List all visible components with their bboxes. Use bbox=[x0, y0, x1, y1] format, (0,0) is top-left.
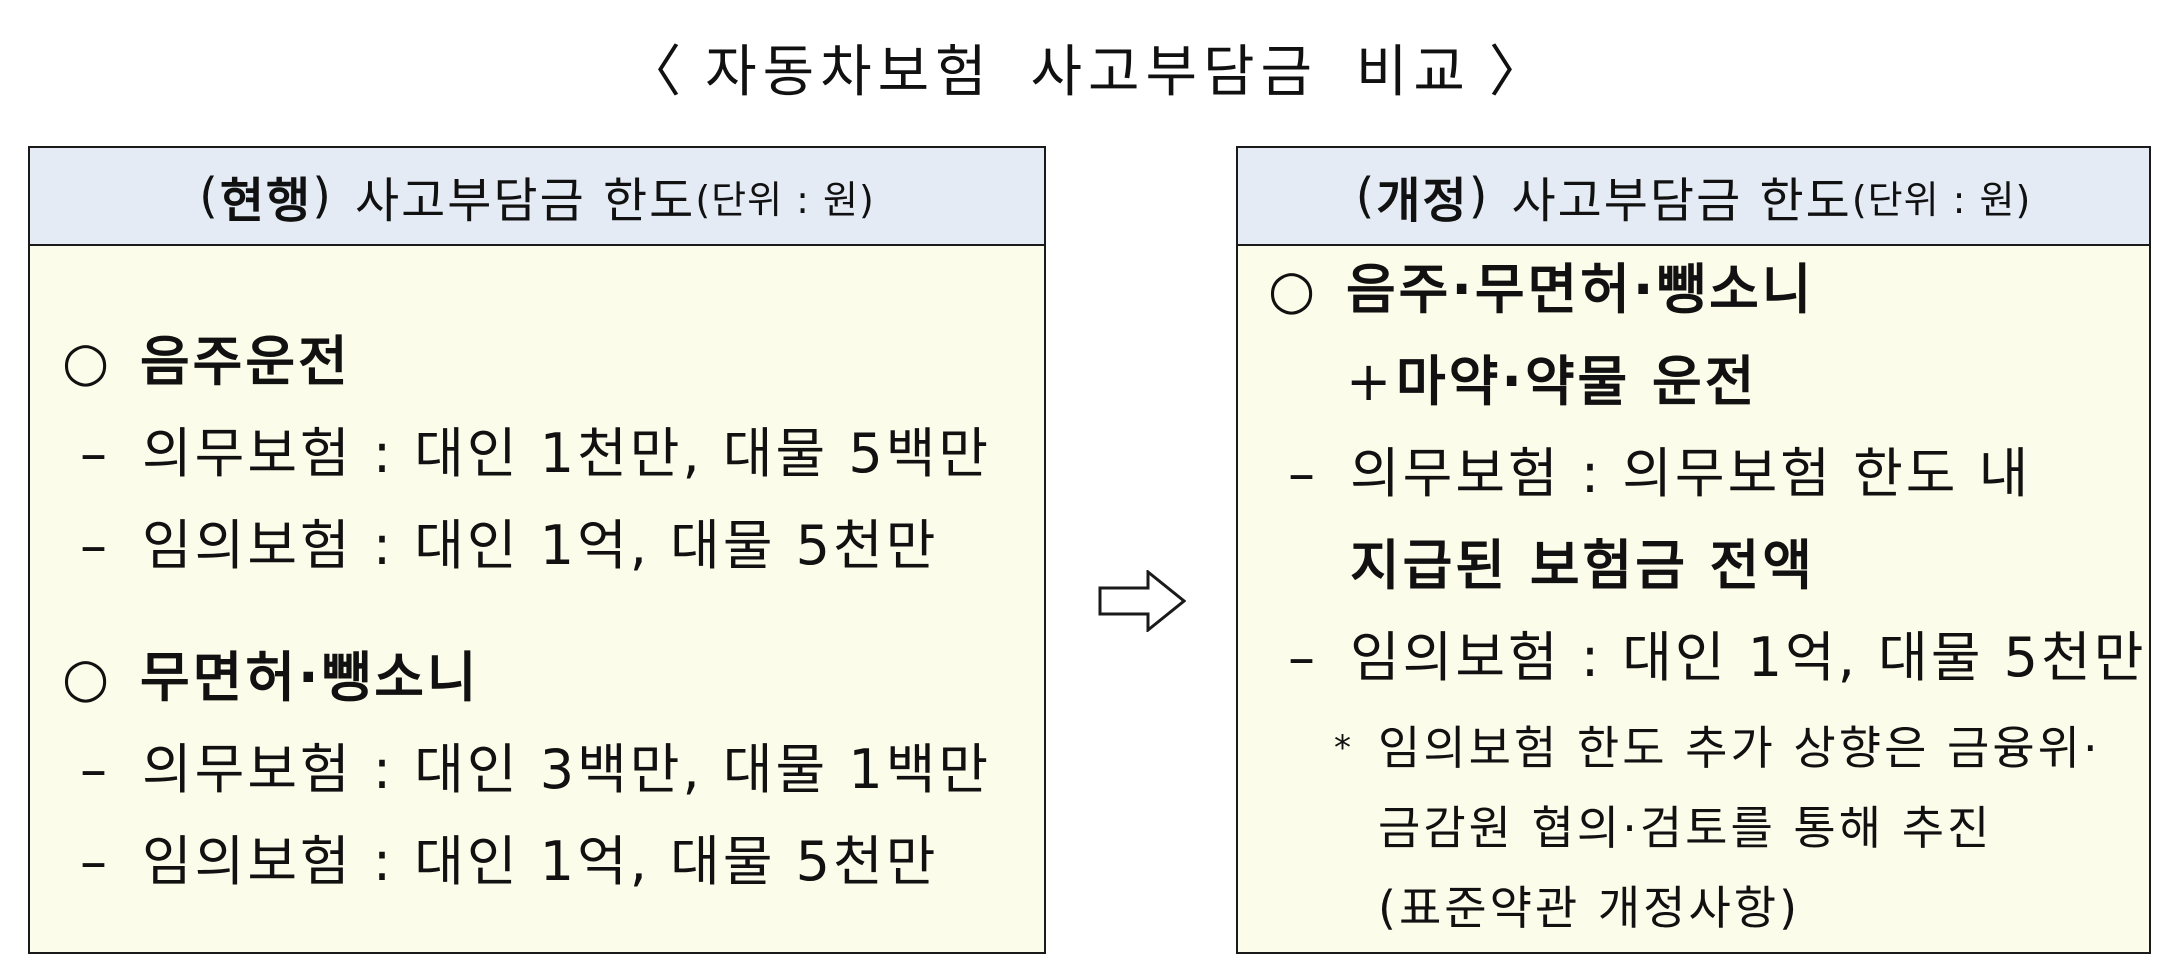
dash-bullet-icon: – bbox=[80, 738, 110, 801]
current-limits-panel: (현행)사고부담금 한도(단위 : 원) ○음주운전 –의무보험 : 대인 1천… bbox=[28, 146, 1046, 954]
list-item: –의무보험 : 대인 3백만, 대물 1백만 bbox=[80, 734, 991, 806]
list-item: –임의보험 : 대인 1억, 대물 5천만 bbox=[80, 510, 938, 582]
section-heading-drunk-driving: ○ 음주운전 bbox=[62, 326, 351, 398]
section-heading-text-2: 마약·약물 운전 bbox=[1396, 350, 1758, 413]
current-header-tag: 현행 bbox=[219, 173, 313, 229]
title-open-bracket: 〈 bbox=[625, 39, 688, 105]
section-heading-text: 무면허·뺑소니 bbox=[140, 646, 480, 709]
list-item: –의무보험 : 의무보험 한도 내 bbox=[1288, 438, 2031, 510]
list-item-text: 의무보험 : 의무보험 한도 내 bbox=[1350, 442, 2032, 505]
revised-section-heading-continued: +마약·약물 운전 bbox=[1346, 346, 1757, 418]
note-line-1: * 임의보험 한도 추가 상향은 금융위· bbox=[1334, 716, 2101, 780]
list-item-text: 의무보험 : 대인 1천만, 대물 5백만 bbox=[142, 422, 992, 485]
plus-sign: + bbox=[1346, 350, 1395, 413]
page-title: 〈 자동차보험 사고부담금 비교 〉 bbox=[0, 22, 2176, 112]
revised-header-title: 사고부담금 한도 bbox=[1511, 173, 1852, 229]
section-heading-text: 음주·무면허·뺑소니 bbox=[1346, 258, 1815, 321]
circle-bullet-icon: ○ bbox=[62, 330, 113, 393]
list-item-text: 임의보험 : 대인 1억, 대물 5천만 bbox=[142, 830, 939, 893]
current-header-unit: (단위 : 원) bbox=[695, 177, 875, 222]
list-item-text: 임의보험 : 대인 1억, 대물 5천만 bbox=[1350, 626, 2147, 689]
list-item: –의무보험 : 대인 1천만, 대물 5백만 bbox=[80, 418, 991, 490]
dash-bullet-icon: – bbox=[80, 830, 110, 893]
right-arrow-icon bbox=[1098, 570, 1186, 632]
revised-panel-body: ○음주·무면허·뺑소니 +마약·약물 운전 –의무보험 : 의무보험 한도 내 … bbox=[1238, 246, 2149, 956]
section-heading-text: 음주운전 bbox=[140, 330, 351, 393]
current-panel-header: (현행) 사고부담금 한도(단위 : 원) bbox=[30, 148, 1044, 246]
revised-header-tag: 개정 bbox=[1376, 173, 1469, 229]
revised-limits-panel: (개정) 사고부담금 한도(단위 : 원) ○ 음주·무면허·뺑소니 +마약·약물 … bbox=[1236, 146, 2151, 954]
header-close-paren: ) bbox=[1468, 168, 1490, 224]
header-close-paren: ) bbox=[312, 168, 333, 224]
section-heading-unlicensed-hit-and-run: ○ 무면허·뺑소니 bbox=[62, 642, 480, 714]
revised-panel-header: (개정) 사고부담금 한도(단위 : 원) bbox=[1238, 148, 2149, 246]
note-line-3: (표준약관 개정사항) bbox=[1378, 881, 1801, 935]
circle-bullet-icon: ○ bbox=[62, 646, 113, 709]
current-panel-body: ○음주운전 –의무보험 : 대인 1천만, 대물 5백만 –임의보험 : 대인 … bbox=[30, 246, 1044, 956]
dash-bullet-icon: – bbox=[80, 514, 110, 577]
header-open-paren: ( bbox=[199, 168, 220, 224]
revised-header-unit: (단위 : 원) bbox=[1851, 177, 2032, 222]
revised-section-heading: ○ 음주·무면허·뺑소니 bbox=[1268, 254, 1814, 326]
list-item: –임의보험 : 대인 1억, 대물 5천만 bbox=[80, 826, 938, 898]
list-item-text: 의무보험 : 대인 3백만, 대물 1백만 bbox=[142, 738, 992, 801]
dash-bullet-icon: – bbox=[80, 422, 110, 485]
asterisk-icon: * bbox=[1334, 728, 1354, 768]
list-item: –임의보험 : 대인 1억, 대물 5천만 bbox=[1288, 622, 2146, 694]
list-item-continuation: 지급된 보험금 전액 bbox=[1350, 534, 1816, 597]
dash-bullet-icon: – bbox=[1288, 442, 1318, 505]
circle-bullet-icon: ○ bbox=[1268, 258, 1319, 321]
note-line-2: 금감원 협의·검토를 통해 추진 bbox=[1378, 801, 1993, 855]
title-text: 자동차보험 사고부담금 비교 bbox=[705, 39, 1471, 105]
dash-bullet-icon: – bbox=[1288, 626, 1318, 689]
current-header-title: 사고부담금 한도 bbox=[354, 173, 696, 229]
title-close-bracket: 〉 bbox=[1488, 39, 1551, 105]
note-text-1: 임의보험 한도 추가 상향은 금융위· bbox=[1378, 721, 2101, 775]
header-open-paren: ( bbox=[1355, 168, 1377, 224]
list-item-text: 임의보험 : 대인 1억, 대물 5천만 bbox=[142, 514, 939, 577]
